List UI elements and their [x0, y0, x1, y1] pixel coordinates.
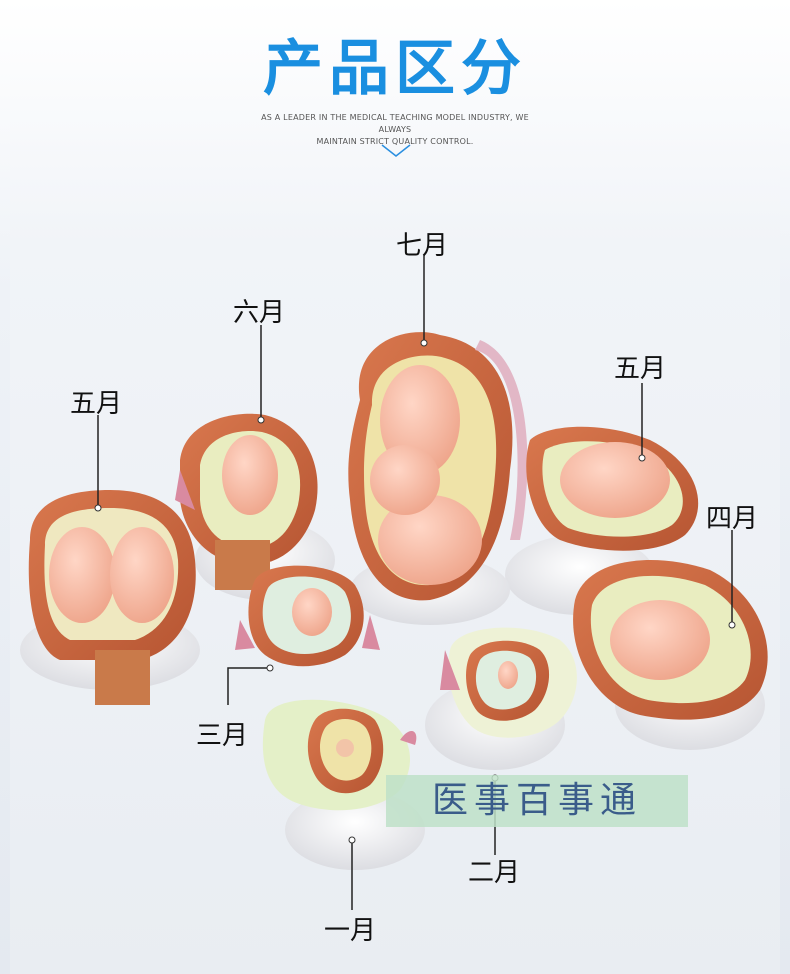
label-month-1: 一月	[324, 916, 377, 946]
subtitle-line-2: MAINTAIN STRICT QUALITY CONTROL.	[316, 137, 474, 146]
model-month-5-right	[526, 426, 699, 551]
page-title: 产品区分	[263, 34, 527, 104]
label-month-5-right: 五月	[614, 354, 667, 384]
subtitle-line-1: AS A LEADER IN THE MEDICAL TEACHING MODE…	[261, 113, 529, 134]
model-month-5-left	[28, 490, 196, 705]
label-month-7: 七月	[396, 231, 449, 261]
model-month-3	[235, 565, 380, 667]
model-month-2	[440, 627, 577, 738]
label-month-5-left: 五月	[70, 389, 123, 419]
label-month-2: 二月	[468, 858, 521, 888]
label-month-4: 四月	[706, 504, 759, 534]
subtitle: AS A LEADER IN THE MEDICAL TEACHING MODE…	[245, 112, 545, 148]
chevron-down-icon	[381, 144, 411, 157]
model-month-4	[573, 560, 768, 720]
watermark: 医事百事通	[386, 775, 688, 827]
model-month-7	[348, 332, 528, 601]
model-month-1	[262, 699, 417, 811]
label-month-3: 三月	[196, 721, 249, 751]
model-month-6	[175, 413, 318, 590]
label-month-6: 六月	[233, 298, 286, 328]
